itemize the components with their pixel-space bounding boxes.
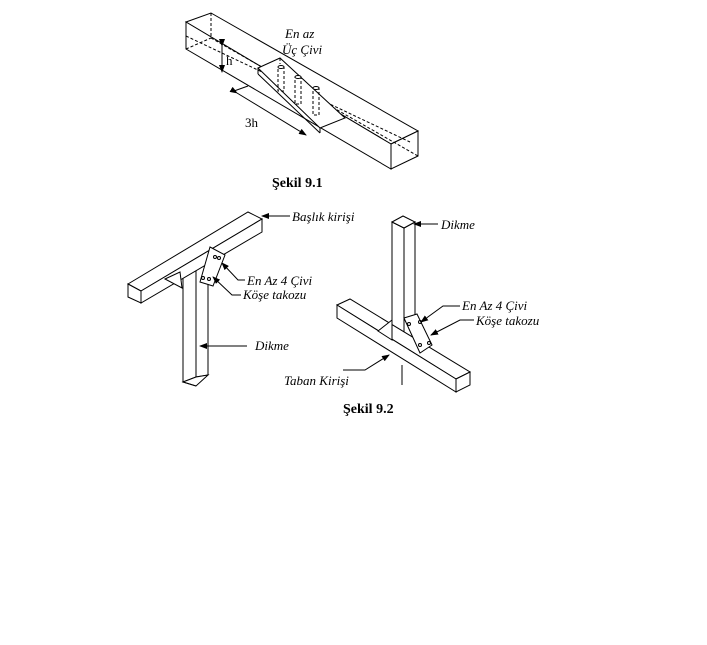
right-nails-label: En Az 4 Çivi — [461, 298, 528, 313]
header-beam-label: Başlık kirişi — [292, 209, 355, 224]
figure-9-2-caption: Şekil 9.2 — [343, 402, 394, 417]
left-nails-label: En Az 4 Çivi — [246, 273, 313, 288]
right-post — [390, 215, 417, 385]
left-post-label: Dikme — [254, 338, 289, 353]
length-dimension: 3h — [229, 85, 307, 136]
height-label: h — [226, 53, 233, 68]
right-gusset-label: Köşe takozu — [475, 313, 540, 328]
base-beam — [335, 298, 472, 393]
nails-label-line1: En az — [284, 26, 314, 41]
height-dimension: h — [219, 39, 233, 73]
left-gusset — [199, 246, 226, 287]
right-post-label: Dikme — [440, 217, 475, 232]
length-label: 3h — [245, 115, 259, 130]
left-gusset-label: Köşe takozu — [242, 287, 307, 302]
header-beam — [126, 211, 264, 304]
figure-9-1-caption: Şekil 9.1 — [272, 176, 323, 191]
nails-label-line2: Üç Çivi — [282, 42, 322, 57]
base-beam-label: Taban Kirişi — [284, 373, 349, 388]
